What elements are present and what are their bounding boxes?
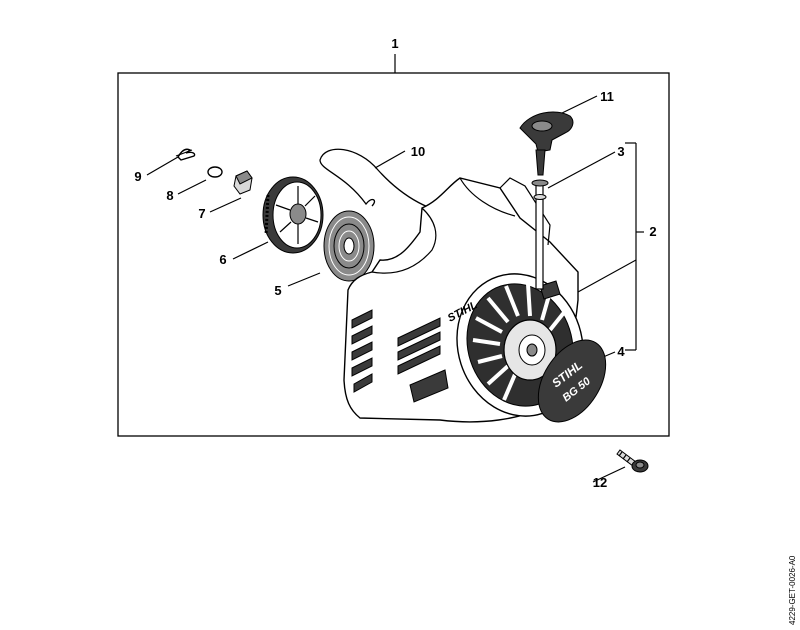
callout-12: 12 (593, 475, 607, 490)
pawl-part (233, 170, 253, 195)
cover-cap-part: STIHL BG 50 (537, 339, 607, 423)
leader-8 (177, 179, 207, 195)
fan-housing-part: STIHL (343, 177, 584, 423)
screw-part (616, 449, 649, 473)
clip-part (175, 148, 196, 161)
callout-9: 9 (134, 169, 141, 184)
callout-4: 4 (617, 344, 625, 359)
callout-6: 6 (219, 252, 226, 267)
leader-7 (209, 197, 242, 213)
leader-lines (146, 54, 644, 483)
side-vents (351, 309, 449, 403)
leader-6 (232, 241, 269, 260)
callout-7: 7 (198, 206, 205, 221)
drawing-code: 4229-GET-0026-A0 (788, 555, 797, 625)
leader-5 (287, 272, 321, 287)
callout-11: 11 (600, 89, 614, 104)
starter-grip-part (519, 111, 574, 176)
callout-2: 2 (649, 224, 656, 239)
callout-8: 8 (166, 188, 173, 203)
rewind-spring-part (323, 210, 375, 282)
callout-labels: 1 2 3 4 5 6 7 8 9 10 11 12 (134, 36, 656, 490)
rope-guide-part (531, 179, 549, 290)
assembly-frame (117, 72, 670, 437)
callout-1: 1 (391, 36, 398, 51)
callout-5: 5 (274, 283, 281, 298)
leader-2 (577, 259, 637, 293)
leader-12 (592, 466, 626, 483)
callout-10: 10 (411, 144, 425, 159)
leader-9 (146, 156, 179, 176)
washer-part (207, 166, 223, 178)
callout-3: 3 (617, 144, 624, 159)
leader-3 (547, 151, 616, 189)
leader-11 (559, 95, 598, 115)
leader-10 (374, 150, 406, 169)
grille-ribs (472, 283, 568, 401)
rope-rotor-part (262, 176, 324, 254)
